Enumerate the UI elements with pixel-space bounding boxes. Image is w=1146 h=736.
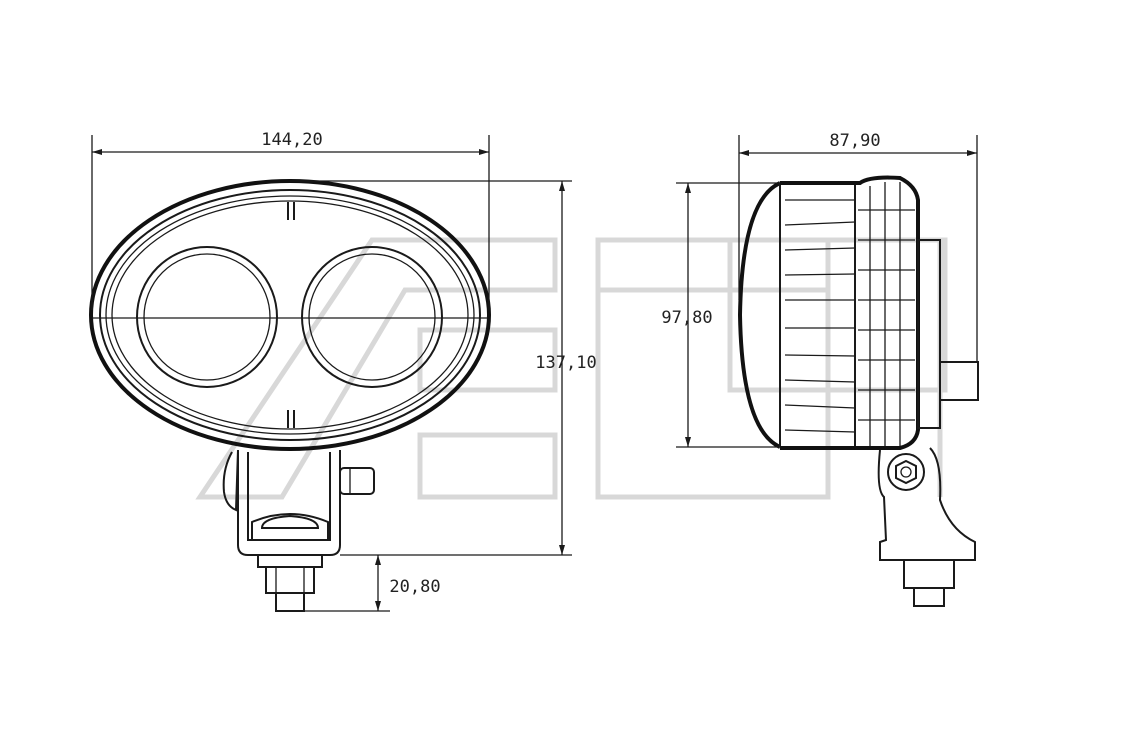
bracket-bolt xyxy=(339,467,375,495)
bracket-left-lobe xyxy=(222,449,239,512)
front-view xyxy=(89,179,491,612)
side-connector-plug xyxy=(913,587,945,607)
bracket-hole xyxy=(260,514,320,529)
connector-plug xyxy=(275,592,305,612)
side-view xyxy=(737,175,979,607)
dim-housing-height-label: 97,80 xyxy=(661,308,712,328)
lens-dome xyxy=(737,181,781,449)
connector-nut xyxy=(257,554,323,568)
side-bracket xyxy=(877,447,976,561)
side-connector-nut xyxy=(903,559,955,589)
lens-left xyxy=(136,246,278,388)
housing-body xyxy=(780,175,920,450)
dim-width-label: 144,20 xyxy=(261,130,322,150)
rear-connector xyxy=(939,361,979,401)
rear-plate xyxy=(917,239,941,429)
dimension-lines xyxy=(91,135,978,612)
bracket-bolt-head xyxy=(887,453,925,491)
lamp-housing-outline xyxy=(89,179,491,451)
logo-watermark xyxy=(195,237,948,500)
lens-right xyxy=(301,246,443,388)
lamp-bezel xyxy=(99,189,481,441)
dim-height-label: 137,10 xyxy=(535,353,596,373)
cooling-fins xyxy=(784,182,915,446)
dim-depth-label: 87,90 xyxy=(829,131,880,151)
dim-connector-label: 20,80 xyxy=(389,577,440,597)
